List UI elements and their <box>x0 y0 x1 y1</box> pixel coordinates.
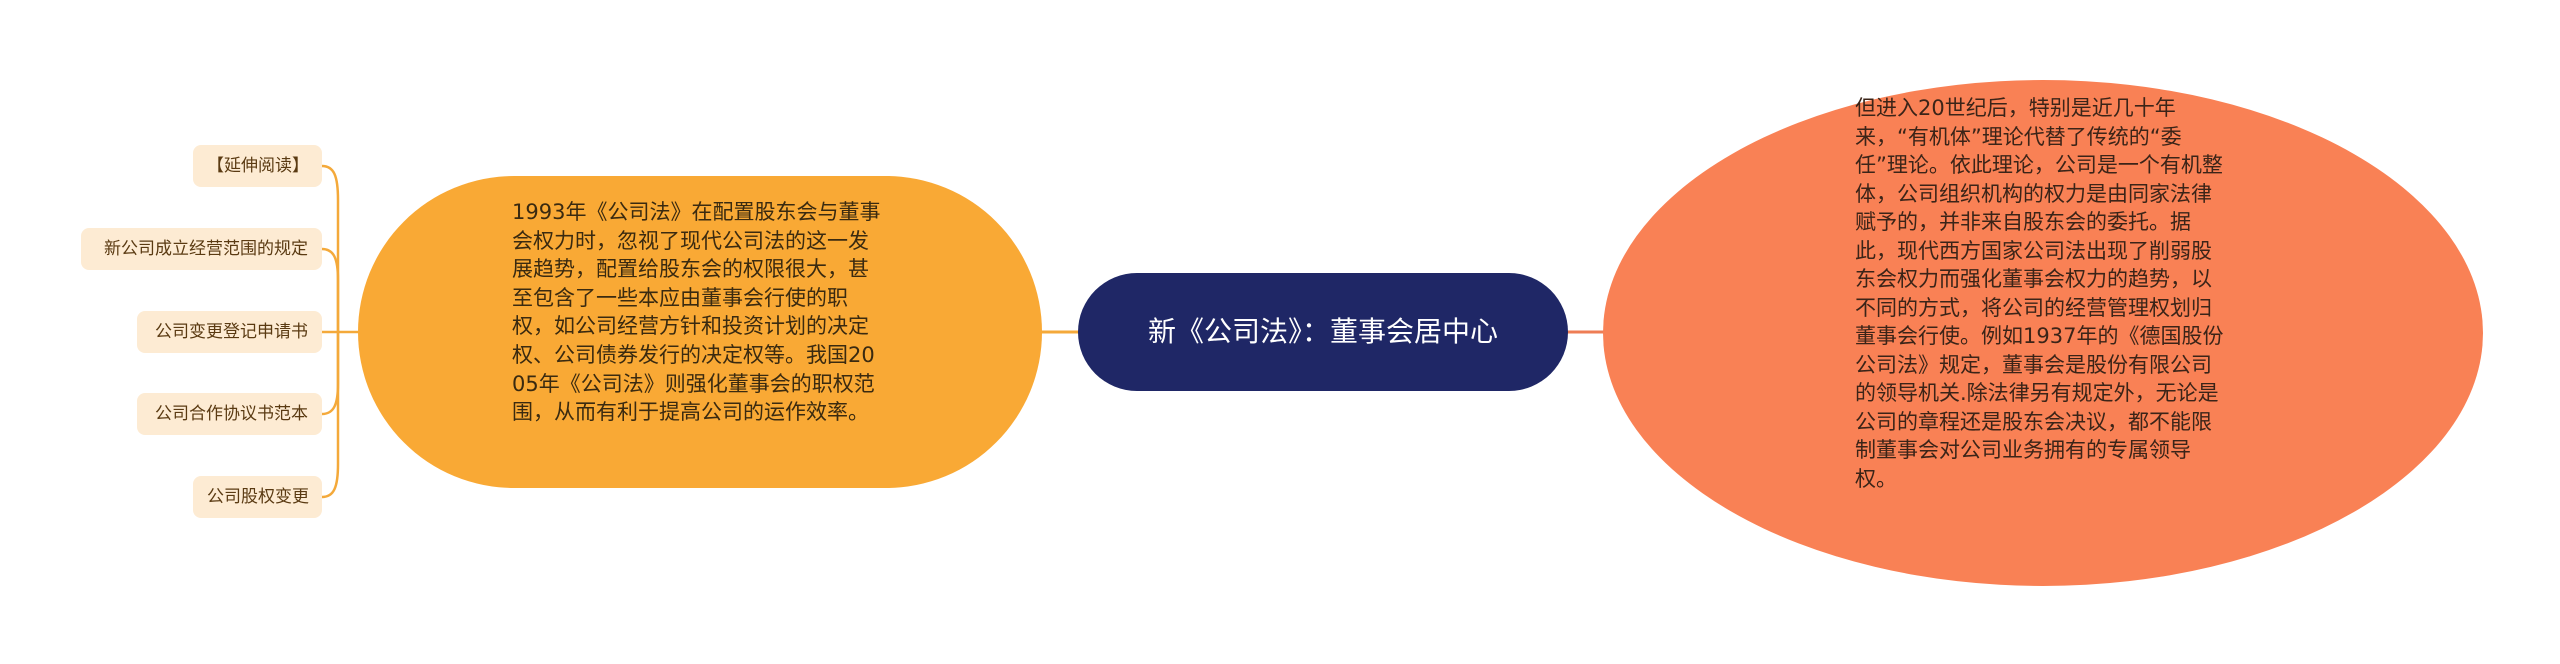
link-leaf-5 <box>321 332 340 499</box>
right-branch-node[interactable]: 但进入20世纪后，特别是近几十年来，“有机体”理论代替了传统的“委任”理论。依此… <box>1603 80 2483 586</box>
left-branch-node[interactable]: 1993年《公司法》在配置股东会与董事会权力时，忽视了现代公司法的这一发展趋势，… <box>358 176 1042 488</box>
leaf-node-cooperation-agreement[interactable]: 公司合作协议书范本 <box>137 393 322 435</box>
right-branch-text: 但进入20世纪后，特别是近几十年来，“有机体”理论代替了传统的“委任”理论。依此… <box>1855 96 2224 491</box>
leaf-label: 公司变更登记申请书 <box>155 322 308 342</box>
leaf-node-change-registration-form[interactable]: 公司变更登记申请书 <box>137 311 322 353</box>
leaf-label: 新公司成立经营范围的规定 <box>104 239 308 259</box>
root-title: 新《公司法》：董事会居中心 <box>1147 315 1498 348</box>
root-node[interactable]: 新《公司法》：董事会居中心 <box>1078 273 1568 391</box>
left-branch-text: 1993年《公司法》在配置股东会与董事会权力时，忽视了现代公司法的这一发展趋势，… <box>512 200 881 425</box>
leaf-node-business-scope-rules[interactable]: 新公司成立经营范围的规定 <box>81 228 322 270</box>
leaf-node-equity-change[interactable]: 公司股权变更 <box>193 476 322 518</box>
leaf-label: 公司合作协议书范本 <box>155 404 308 424</box>
link-leaf-4 <box>321 332 340 416</box>
link-leaf-1 <box>321 164 340 332</box>
link-leaf-2 <box>321 247 340 332</box>
leaf-node-extended-reading[interactable]: 【延伸阅读】 <box>193 145 322 187</box>
leaf-label: 【延伸阅读】 <box>207 156 309 176</box>
leaf-label: 公司股权变更 <box>207 487 309 507</box>
